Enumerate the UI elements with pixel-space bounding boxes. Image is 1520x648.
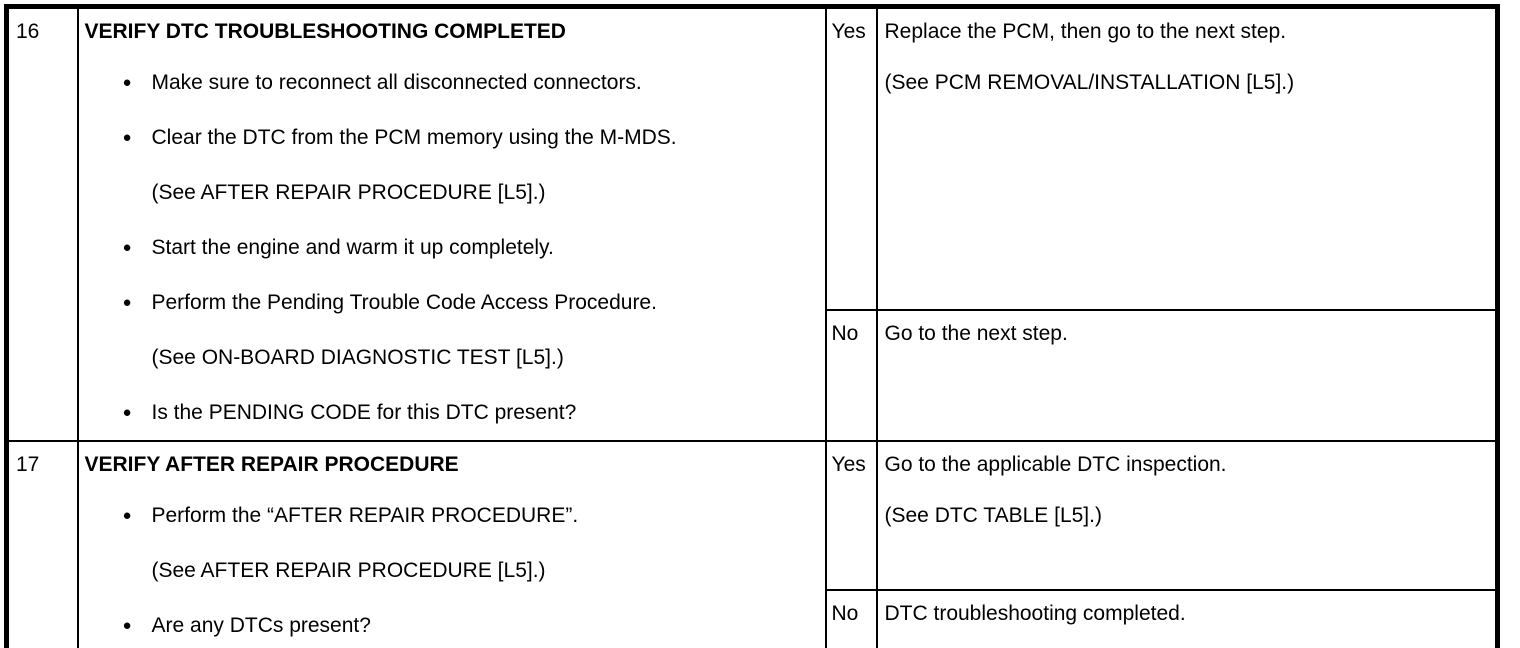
result-text: Replace the PCM, then go to the next ste… [884,20,1287,43]
no-label: No [831,321,859,345]
bullet-item: ● Start the engine and warm it up comple… [80,220,824,275]
bullet-icon: ● [122,617,132,634]
no-label-cell-16: No [824,308,878,443]
yes-label: Yes [831,453,866,476]
result-text: Go to the next step. [884,321,1068,345]
see-reference: (See AFTER REPAIR PROCEDURE [L5].) [151,559,546,582]
yes-result-cell-17: Go to the applicable DTC inspection. (Se… [875,440,1499,591]
yes-label-cell-17: Yes [824,440,878,591]
bullet-icon: ● [122,404,132,421]
bullet-text: Is the PENDING CODE for this DTC present… [151,401,577,424]
table-row: No DTC troubleshooting completed. [7,588,1499,648]
table-row: 16 VERIFY DTC TROUBLESHOOTING COMPLETED … [5,5,1499,442]
bullet-item: ● Make sure to reconnect all disconnecte… [80,55,824,110]
table-row: No Go to the next step. [7,308,1499,443]
table-row: 17 VERIFY AFTER REPAIR PROCEDURE ● Perfo… [5,440,1499,648]
bullet-item: ● Is the PENDING CODE for this DTC prese… [80,385,824,439]
yes-result-cell-16: Replace the PCM, then go to the next ste… [875,5,1499,311]
procedure-title: VERIFY AFTER REPAIR PROCEDURE [84,453,459,476]
bullet-item: ● Are any DTCs present? [80,598,824,648]
yes-label: Yes [831,20,866,43]
bullet-icon: ● [122,129,132,146]
bullet-icon: ● [122,74,132,91]
bullet-text: Perform the Pending Trouble Code Access … [151,291,657,314]
dtc-troubleshooting-table: 16 VERIFY DTC TROUBLESHOOTING COMPLETED … [4,4,1500,648]
bullet-text: Start the engine and warm it up complete… [151,236,554,259]
step-number-cell-16: 16 [5,5,79,442]
result-text: DTC troubleshooting completed. [884,601,1186,625]
bullet-text: Clear the DTC from the PCM memory using … [151,126,677,149]
step-number: 16 [16,20,40,43]
result-text: Go to the applicable DTC inspection. [884,453,1227,476]
bullet-item: ● Clear the DTC from the PCM memory usin… [80,110,824,165]
no-label-cell-17: No [824,588,878,648]
bullet-text: Make sure to reconnect all disconnected … [151,71,642,94]
no-result-cell-17: DTC troubleshooting completed. [875,588,1499,648]
bullet-item: ● Perform the Pending Trouble Code Acces… [80,275,824,330]
no-label: No [831,601,859,625]
step-number: 17 [16,453,40,476]
step-number-cell-17: 17 [5,440,79,648]
bullet-icon: ● [122,507,132,524]
yes-label-cell-16: Yes [824,5,878,311]
no-result-cell-16: Go to the next step. [875,308,1499,443]
bullet-text: Are any DTCs present? [151,614,371,637]
see-reference: (See PCM REMOVAL/INSTALLATION [L5].) [884,71,1295,94]
see-reference: (See ON-BOARD DIAGNOSTIC TEST [L5].) [151,346,564,369]
bullet-text: Perform the “AFTER REPAIR PROCEDURE”. [151,504,579,527]
bullet-icon: ● [122,294,132,311]
bullet-icon: ● [122,239,132,256]
action-cell-16: VERIFY DTC TROUBLESHOOTING COMPLETED ● M… [76,5,827,442]
procedure-title: VERIFY DTC TROUBLESHOOTING COMPLETED [84,20,566,43]
action-cell-17: VERIFY AFTER REPAIR PROCEDURE ● Perform … [76,440,827,648]
see-reference: (See AFTER REPAIR PROCEDURE [L5].) [151,181,546,204]
bullet-item: ● Perform the “AFTER REPAIR PROCEDURE”. [80,488,824,543]
see-reference: (See DTC TABLE [L5].) [884,504,1102,527]
